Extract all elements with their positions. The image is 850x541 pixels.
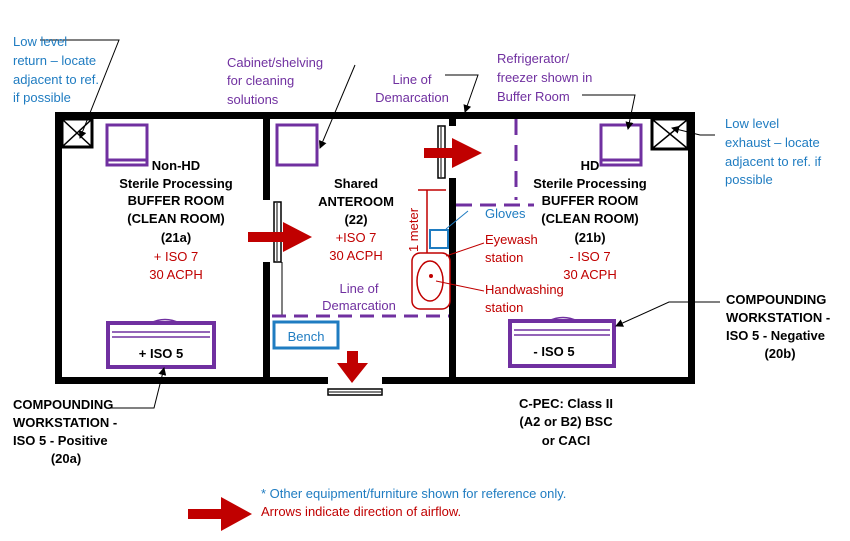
room-label-nonhd: Non-HD Sterile Processing BUFFER ROOM (C… <box>119 158 232 282</box>
legend-arrow <box>188 497 252 531</box>
svg-text:(22): (22) <box>344 212 367 227</box>
svg-text:station: station <box>485 250 523 265</box>
svg-text:WORKSTATION -: WORKSTATION - <box>726 310 830 325</box>
svg-text:WORKSTATION -: WORKSTATION - <box>13 415 117 430</box>
callout-positive-workstation: COMPOUNDING WORKSTATION - ISO 5 - Positi… <box>13 397 117 466</box>
svg-text:(CLEAN ROOM): (CLEAN ROOM) <box>127 211 225 226</box>
svg-text:C-PEC: Class II: C-PEC: Class II <box>519 396 613 411</box>
walls <box>55 112 695 384</box>
wall-top <box>55 112 695 119</box>
gloves-box <box>429 229 449 249</box>
svg-text:Cabinet/shelving: Cabinet/shelving <box>227 55 323 70</box>
svg-text:BUFFER ROOM: BUFFER ROOM <box>128 193 225 208</box>
svg-text:Shared: Shared <box>334 176 378 191</box>
svg-text:30 ACPH: 30 ACPH <box>563 267 616 282</box>
svg-text:ISO 5 - Positive: ISO 5 - Positive <box>13 433 108 448</box>
cabinet-shelving <box>275 123 319 167</box>
svg-text:adjacent to ref.: adjacent to ref. <box>13 72 99 87</box>
svg-text:Demarcation: Demarcation <box>375 90 449 105</box>
svg-text:Sterile Processing: Sterile Processing <box>119 176 232 191</box>
workstation-negative-label: - ISO 5 <box>533 344 574 359</box>
callout-cpec: C-PEC: Class II (A2 or B2) BSC or CACI <box>519 396 613 448</box>
svg-text:(20a): (20a) <box>51 451 81 466</box>
svg-text:Non-HD: Non-HD <box>152 158 200 173</box>
svg-text:Eyewash: Eyewash <box>485 232 538 247</box>
airflow-arrow-down <box>337 351 368 383</box>
svg-text:return – locate: return – locate <box>13 53 96 68</box>
svg-text:30 ACPH: 30 ACPH <box>329 248 382 263</box>
bench-label: Bench <box>288 329 325 344</box>
note-return-vent: Low level return – locate adjacent to re… <box>13 34 99 105</box>
note-cabinet: Cabinet/shelving for cleaning solutions <box>227 55 323 107</box>
wall-bottom-left <box>55 377 328 384</box>
svg-text:exhaust – locate: exhaust – locate <box>725 135 820 150</box>
gloves-label: Gloves <box>485 206 526 221</box>
refrigerator-left <box>105 123 149 167</box>
wall-divider-right-upper <box>449 112 456 126</box>
svg-text:HD: HD <box>581 158 600 173</box>
callout-negative-workstation: COMPOUNDING WORKSTATION - ISO 5 - Negati… <box>726 292 830 361</box>
svg-text:Low level: Low level <box>725 116 779 131</box>
svg-text:Line of: Line of <box>339 281 378 296</box>
legend-arrows-text: Arrows indicate direction of airflow. <box>261 504 461 519</box>
svg-text:ANTEROOM: ANTEROOM <box>318 194 394 209</box>
svg-text:COMPOUNDING: COMPOUNDING <box>13 397 113 412</box>
leader-lines <box>40 39 720 409</box>
svg-text:solutions: solutions <box>227 92 279 107</box>
note-refrigerator: Refrigerator/ freezer shown in Buffer Ro… <box>497 51 592 104</box>
wall-right <box>688 112 695 384</box>
airflow-arrow-right <box>424 138 482 168</box>
workstation-negative: - ISO 5 <box>508 316 616 368</box>
svg-text:Handwashing: Handwashing <box>485 282 564 297</box>
workstation-positive: + ISO 5 <box>106 318 216 369</box>
svg-text:or CACI: or CACI <box>542 433 590 448</box>
room-label-hd: HD Sterile Processing BUFFER ROOM (CLEAN… <box>533 158 646 282</box>
legend-note: * Other equipment/furniture shown for re… <box>261 486 566 501</box>
svg-text:adjacent to ref. if: adjacent to ref. if <box>725 154 821 169</box>
svg-text:freezer shown in: freezer shown in <box>497 70 592 85</box>
svg-text:Sterile Processing: Sterile Processing <box>533 176 646 191</box>
wall-divider-left-upper <box>263 112 270 200</box>
fixture-labels: Eyewash station Handwashing station <box>485 232 564 315</box>
handwashing-sink <box>411 252 451 310</box>
airflow-arrow-left <box>248 222 312 252</box>
wall-divider-left-lower <box>263 262 270 384</box>
svg-text:station: station <box>485 300 523 315</box>
svg-text:Low level: Low level <box>13 34 67 49</box>
legend: * Other equipment/furniture shown for re… <box>261 486 566 519</box>
svg-text:(CLEAN ROOM): (CLEAN ROOM) <box>541 211 639 226</box>
bench <box>272 320 340 350</box>
svg-text:- ISO 7: - ISO 7 <box>569 249 610 264</box>
svg-text:Refrigerator/: Refrigerator/ <box>497 51 570 66</box>
svg-text:(A2 or B2) BSC: (A2 or B2) BSC <box>519 414 613 429</box>
svg-text:if possible: if possible <box>13 90 71 105</box>
note-line-of-demarcation-top: Line of Demarcation <box>375 72 449 105</box>
wall-left <box>55 112 62 384</box>
wall-divider-right-lower <box>449 178 456 384</box>
svg-text:(21a): (21a) <box>161 230 191 245</box>
note-exhaust-vent: Low level exhaust – locate adjacent to r… <box>725 116 821 187</box>
svg-text:+ ISO 7: + ISO 7 <box>154 249 198 264</box>
svg-text:(21b): (21b) <box>574 230 605 245</box>
refrigerator-right <box>599 123 643 167</box>
one-meter-label: 1 meter <box>406 207 421 252</box>
svg-text:for cleaning: for cleaning <box>227 73 294 88</box>
svg-text:possible: possible <box>725 172 773 187</box>
svg-text:Line of: Line of <box>392 72 431 87</box>
wall-bottom-right <box>382 377 695 384</box>
svg-text:(20b): (20b) <box>764 346 795 361</box>
svg-text:+ISO 7: +ISO 7 <box>336 230 377 245</box>
workstation-positive-label: + ISO 5 <box>139 346 183 361</box>
room-label-anteroom: Shared ANTEROOM (22) +ISO 7 30 ACPH Line… <box>318 176 396 313</box>
svg-text:30 ACPH: 30 ACPH <box>149 267 202 282</box>
svg-text:Buffer Room: Buffer Room <box>497 89 570 104</box>
return-vent <box>60 117 94 149</box>
svg-text:BUFFER ROOM: BUFFER ROOM <box>542 193 639 208</box>
svg-text:Demarcation: Demarcation <box>322 298 396 313</box>
svg-text:ISO 5 - Negative: ISO 5 - Negative <box>726 328 825 343</box>
exhaust-vent <box>650 117 690 151</box>
svg-text:COMPOUNDING: COMPOUNDING <box>726 292 826 307</box>
